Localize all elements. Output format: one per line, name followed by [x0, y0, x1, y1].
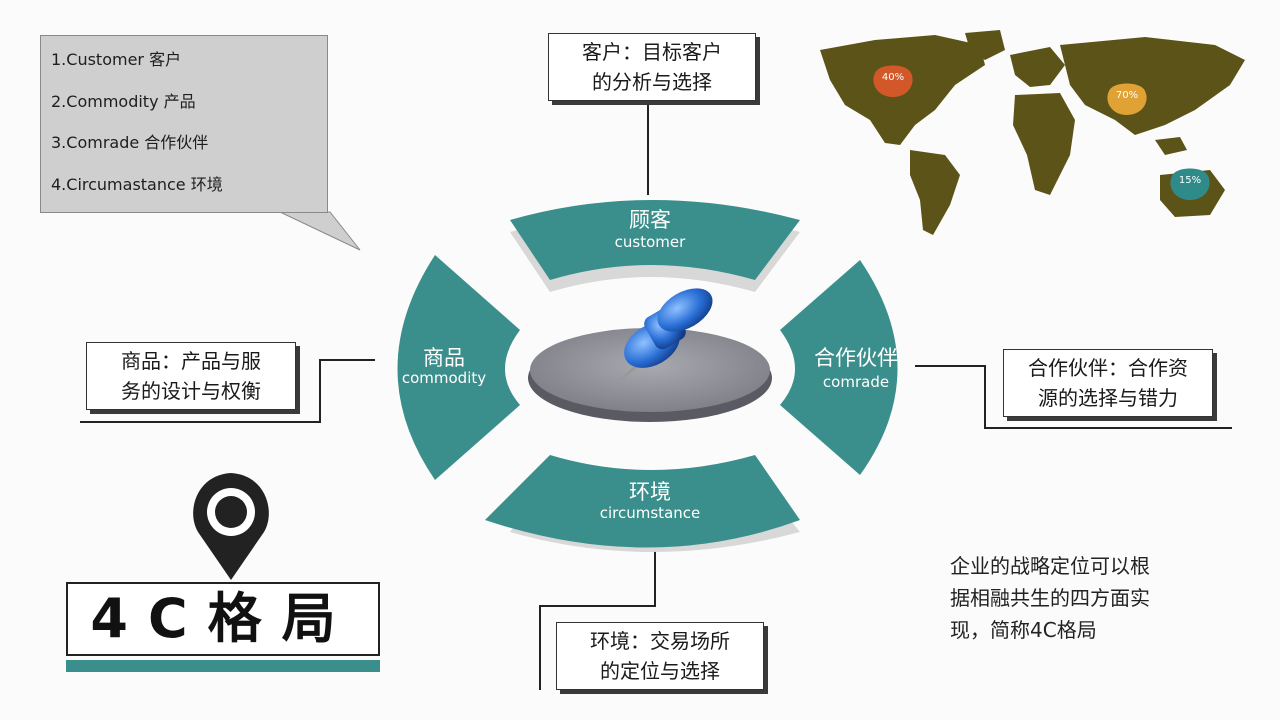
- segment-top: [510, 200, 800, 280]
- center-plate: [530, 328, 770, 412]
- callout-tail: [279, 211, 361, 251]
- world-map: 40% 70% 15%: [820, 30, 1245, 235]
- push-pin-icon: [619, 288, 713, 382]
- callout-text: 源的选择与错力: [1038, 386, 1178, 410]
- description-line: 据相融共生的四方面实: [950, 586, 1150, 610]
- leader-left: [80, 359, 375, 423]
- callout-text: 的分析与选择: [592, 70, 712, 94]
- segment-bottom-sub: circumstance: [599, 504, 701, 522]
- callout-left: 商品：产品与服 务的设计与权衡: [86, 342, 296, 410]
- segment-right: [780, 260, 898, 475]
- list-item: 4.Circumastance 环境: [51, 174, 223, 194]
- segment-top-title: 顾客: [629, 208, 671, 232]
- location-pin-icon: [193, 473, 269, 580]
- segment-bottom: [485, 455, 800, 548]
- list-callout: 1.Customer 客户 2.Commodity 产品 3.Comrade 合…: [40, 35, 328, 213]
- description-line: 企业的战略定位可以根: [950, 554, 1150, 578]
- 4c-diagram: [397, 200, 898, 552]
- callout-bottom: 环境：交易场所 的定位与选择: [556, 622, 764, 690]
- map-pin: 15%: [1170, 168, 1210, 200]
- callout-text: 务的设计与权衡: [121, 379, 261, 403]
- callout-text: 合作伙伴：合作资: [1028, 356, 1188, 380]
- segment-right-sub: comrade: [822, 373, 890, 391]
- leader-right: [915, 365, 1232, 429]
- segment-top-sub: customer: [614, 233, 686, 251]
- list-item: 2.Commodity 产品: [51, 91, 196, 111]
- map-pin-label: 15%: [1179, 175, 1201, 186]
- list-item: 1.Customer 客户: [51, 50, 182, 69]
- segment-left-title: 商品: [423, 346, 465, 370]
- segment-bottom-title: 环境: [629, 480, 671, 504]
- callout-text: 客户：目标客户: [582, 40, 722, 64]
- title-underbar: [66, 660, 380, 672]
- map-pin-label: 40%: [882, 72, 904, 83]
- callout-text: 环境：交易场所: [590, 629, 730, 653]
- callout-text: 商品：产品与服: [121, 349, 261, 373]
- callout-top: 客户：目标客户 的分析与选择: [548, 33, 756, 101]
- map-pin: 70%: [1107, 83, 1147, 115]
- segment-left: [397, 255, 520, 480]
- page-title: 4C格局: [66, 582, 380, 656]
- leader-bottom: [539, 530, 656, 690]
- map-pin-label: 70%: [1116, 90, 1138, 101]
- callout-right: 合作伙伴：合作资 源的选择与错力: [1003, 349, 1213, 417]
- list-item: 3.Comrade 合作伙伴: [51, 133, 209, 152]
- description: 企业的战略定位可以根 据相融共生的四方面实 现，简称4C格局: [950, 550, 1250, 646]
- map-land: [820, 30, 1245, 235]
- callout-text: 的定位与选择: [600, 659, 720, 683]
- segment-right-title: 合作伙伴: [814, 346, 898, 370]
- description-line: 现，简称4C格局: [950, 618, 1097, 642]
- segment-left-sub: commodity: [401, 369, 487, 387]
- map-pin: 40%: [873, 65, 913, 97]
